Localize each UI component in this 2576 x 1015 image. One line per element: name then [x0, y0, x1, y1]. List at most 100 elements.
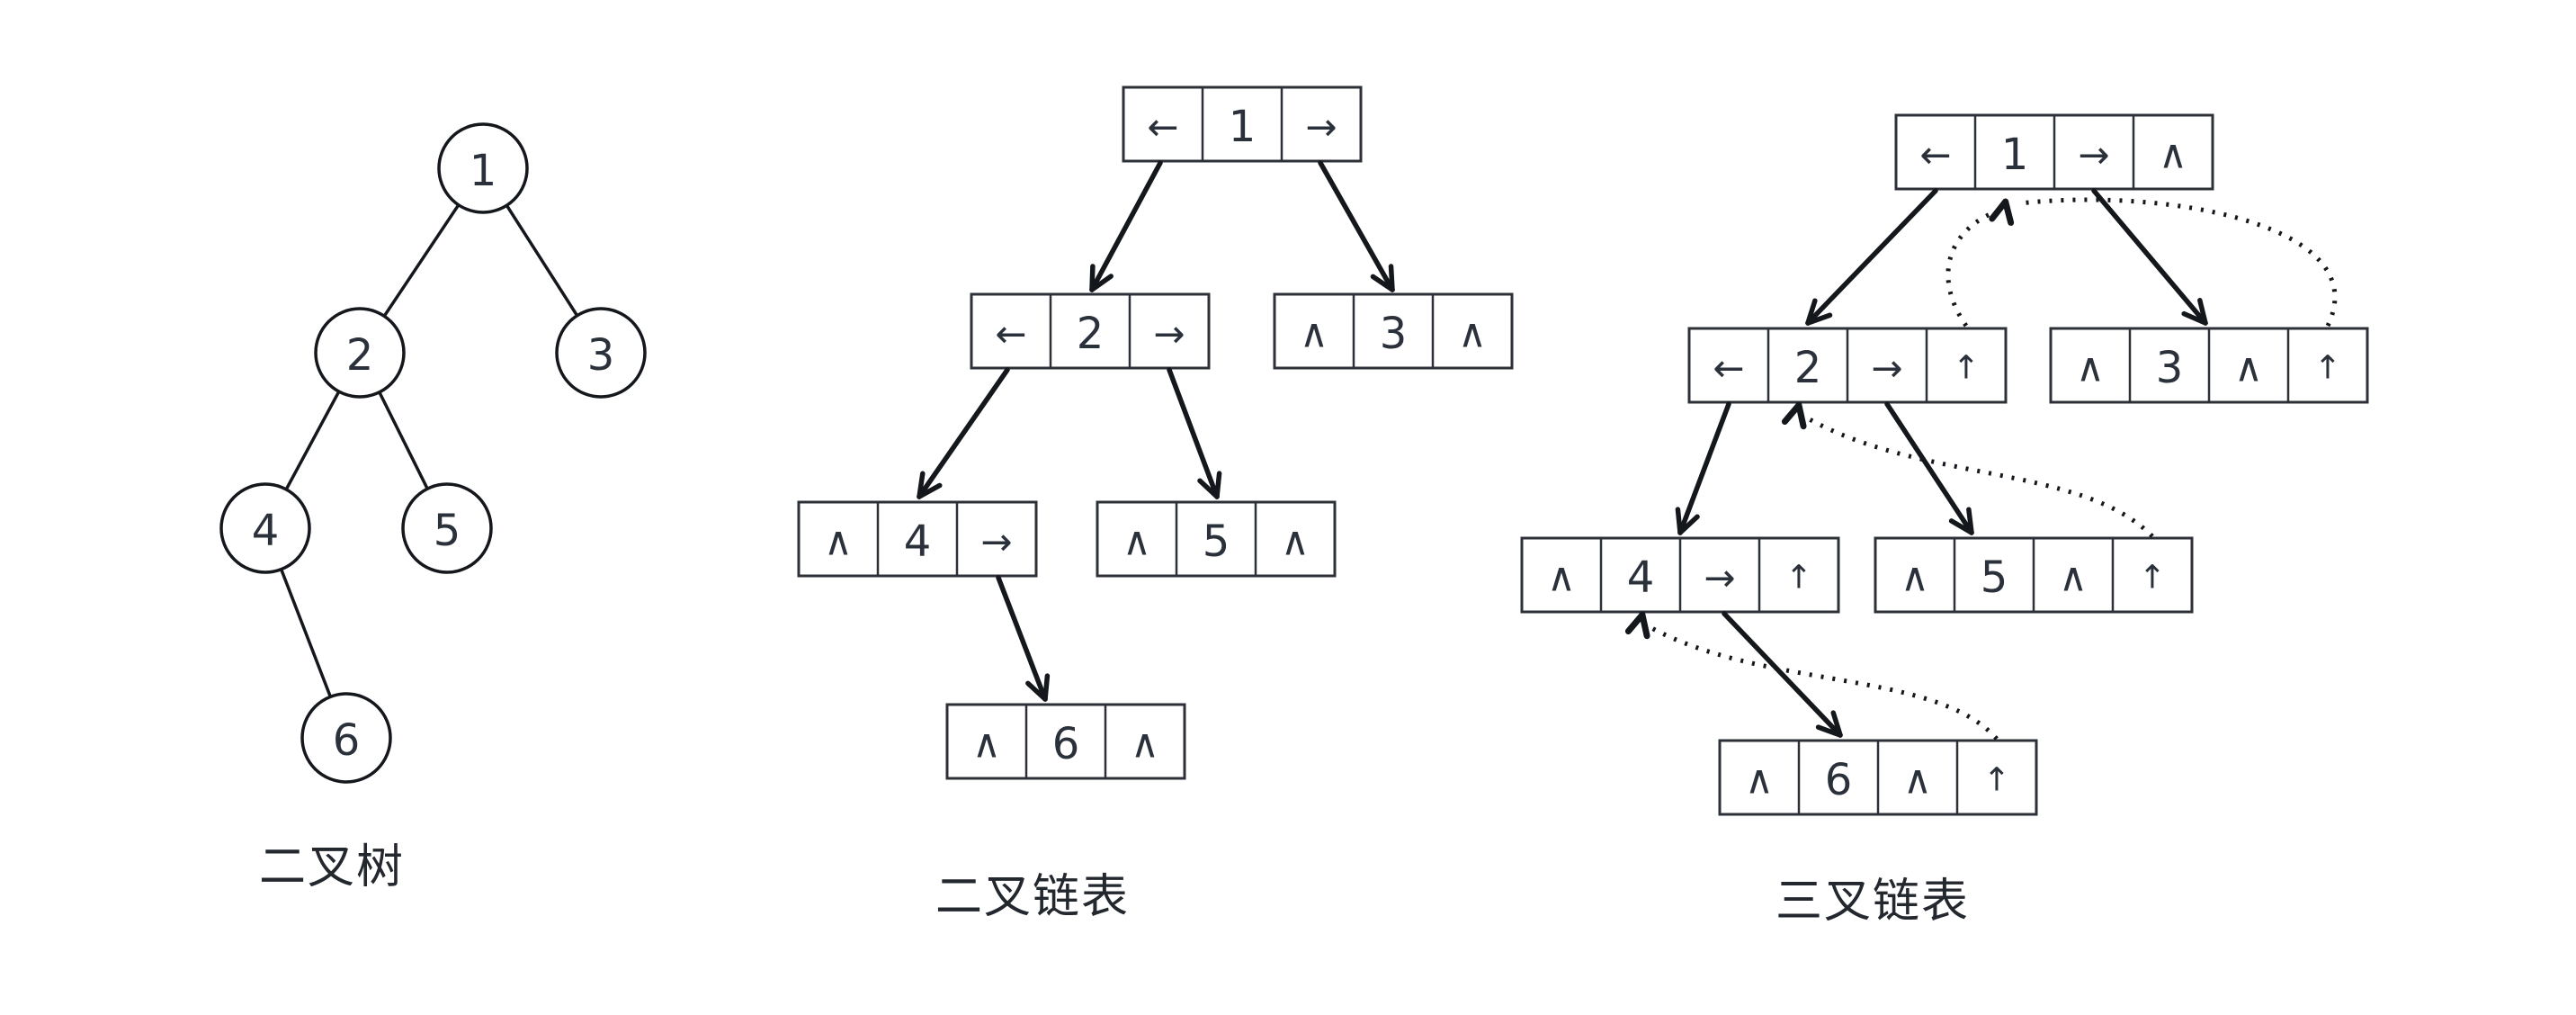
cell-glyph: → — [1305, 105, 1337, 149]
cell-glyph: 4 — [1627, 552, 1655, 603]
cell-glyph: 1 — [1229, 102, 1257, 152]
cell-glyph: 2 — [1077, 309, 1105, 359]
child-pointer-arrow — [1089, 160, 1163, 292]
cell-glyph: ← — [1919, 133, 1951, 177]
cell-glyph: ↑ — [2314, 350, 2341, 387]
cell-glyph: ∧ — [1281, 519, 1310, 565]
cell-glyph: ∧ — [1901, 555, 1929, 601]
cell-glyph: ← — [1713, 346, 1744, 391]
tree-node-circle — [219, 482, 311, 574]
cell-glyph: ∧ — [1300, 311, 1328, 357]
cell-glyph: 6 — [1825, 755, 1853, 805]
child-arrowhead — [1089, 274, 1114, 292]
child-arrowhead — [1948, 518, 1974, 535]
parent-arrowhead — [1624, 611, 1646, 635]
child-pointer-arrow — [1805, 188, 1938, 326]
cell-glyph: 3 — [2156, 343, 2184, 393]
parent-pointer-arrow — [1945, 206, 2005, 328]
list-node-box — [1273, 292, 1514, 370]
cell-glyph: ↑ — [1953, 350, 1980, 387]
list-node-box — [1096, 500, 1337, 578]
cell-glyph: ∧ — [2076, 346, 2105, 391]
child-arrowhead — [1089, 264, 1096, 292]
tree-node-value: 3 — [587, 330, 615, 381]
cell-glyph: 1 — [2001, 130, 2029, 180]
cell-glyph: 6 — [1052, 719, 1080, 769]
list-node-box — [1122, 85, 1363, 163]
cell-glyph: → — [1704, 556, 1735, 600]
parent-pointer-arrow — [2019, 197, 2338, 328]
list-node-box — [945, 703, 1186, 780]
child-arrowhead — [1388, 264, 1395, 292]
parent-arrowhead — [1989, 198, 2009, 222]
cell-glyph: 4 — [904, 516, 932, 567]
tree-node-value: 1 — [470, 146, 497, 196]
child-arrowhead — [1805, 312, 1833, 326]
parent-arrowhead — [1781, 401, 1802, 426]
cell-glyph: → — [1153, 312, 1185, 356]
cell-glyph: ∧ — [1745, 758, 1774, 804]
child-arrowhead — [2197, 297, 2208, 326]
cell-glyph: ∧ — [1123, 519, 1151, 565]
cell-glyph: ← — [1147, 105, 1178, 149]
cell-glyph: ↑ — [2139, 560, 2166, 597]
cell-glyph: 5 — [1981, 552, 2008, 603]
child-arrowhead — [917, 482, 943, 499]
binary-tree-label: 二叉树 — [259, 840, 405, 894]
tree-node-circle — [314, 307, 406, 399]
child-arrowhead — [1830, 710, 1843, 738]
parent-pointer-arrow — [1795, 409, 2154, 538]
cell-glyph: ∧ — [1547, 555, 1576, 601]
child-pointer-arrow — [996, 575, 1048, 702]
cell-glyph: → — [2078, 133, 2109, 177]
cell-glyph: ∧ — [2059, 555, 2088, 601]
child-arrowhead — [2181, 310, 2208, 326]
list-node-box — [797, 500, 1038, 578]
cell-glyph: → — [980, 520, 1012, 564]
child-arrowhead — [1197, 478, 1220, 499]
parent-pointer-arrow — [1639, 619, 1999, 741]
child-arrowhead — [1370, 274, 1395, 292]
cell-glyph: ∧ — [1903, 758, 1932, 804]
cell-glyph: 3 — [1380, 309, 1408, 359]
child-pointer-arrow — [1722, 611, 1843, 738]
binary-tree-group: 1 2 3 4 5 6 — [219, 122, 647, 784]
triple-linked-list-label: 三叉链表 — [1775, 875, 1970, 929]
cell-glyph: ↑ — [1785, 560, 1812, 597]
child-arrowhead — [1677, 514, 1700, 535]
tree-node-circle — [555, 307, 647, 399]
cell-glyph: 5 — [1203, 516, 1230, 567]
binary-linked-list-group: ←1→←2→∧3∧∧4→∧5∧∧6∧ — [797, 85, 1514, 780]
child-arrowhead — [1025, 680, 1048, 702]
cell-glyph: ∧ — [972, 722, 1001, 768]
child-pointer-arrow — [917, 367, 1010, 499]
cell-glyph: ← — [995, 312, 1026, 356]
tree-node-value: 5 — [434, 506, 461, 556]
child-arrowhead — [1966, 507, 1974, 535]
tree-node-circle — [437, 122, 529, 214]
child-pointer-arrow — [1884, 401, 1974, 535]
cell-glyph: ∧ — [1458, 311, 1487, 357]
cell-glyph: ↑ — [1983, 762, 2010, 799]
child-arrowhead — [1815, 724, 1843, 738]
child-arrowhead — [1042, 673, 1051, 702]
cell-glyph: ∧ — [2234, 346, 2263, 391]
binary-linked-list-label: 二叉链表 — [935, 870, 1130, 924]
child-pointer-arrow — [1677, 401, 1731, 535]
tree-node-value: 6 — [333, 715, 361, 766]
list-node-box — [970, 292, 1211, 370]
triple-linked-list-group: ← 1 → ∧ ← 2 → ↑ ∧ 3 ∧ ↑ ∧ 4 → ↑ ∧ 5 ∧ ↑ ∧ 6 ∧ ↑ — [1520, 113, 2369, 816]
child-arrowhead — [1805, 298, 1818, 326]
child-pointer-arrow — [1167, 367, 1220, 499]
child-arrowhead — [1214, 471, 1222, 499]
tree-node-circle — [401, 482, 493, 574]
tree-node-value: 4 — [252, 506, 280, 556]
cell-glyph: ∧ — [824, 519, 853, 565]
tree-node-value: 2 — [346, 330, 374, 381]
cell-glyph: 2 — [1794, 343, 1822, 393]
cell-glyph: ∧ — [2159, 132, 2187, 178]
cell-glyph: → — [1871, 346, 1902, 391]
child-pointer-arrow — [1318, 160, 1395, 292]
